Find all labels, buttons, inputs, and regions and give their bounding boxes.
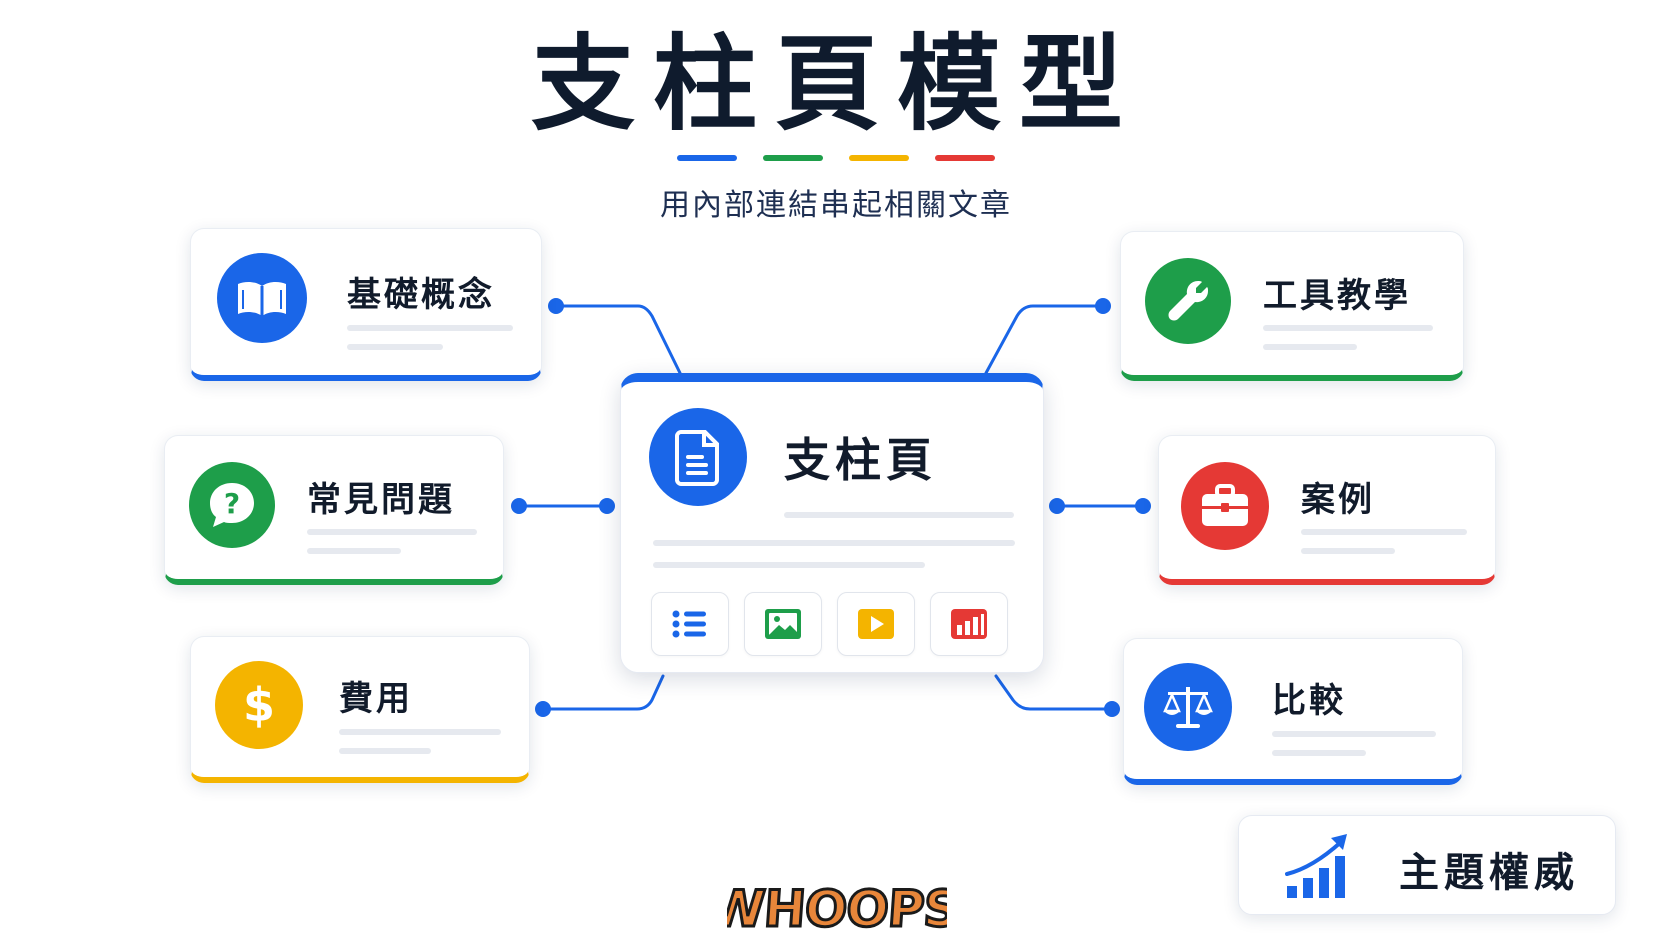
cluster-label: 案例 bbox=[1301, 480, 1375, 520]
connector-dot bbox=[599, 498, 615, 514]
accent-bar-red bbox=[935, 155, 995, 161]
connector-dot bbox=[548, 298, 564, 314]
dollar-icon: $ bbox=[215, 661, 303, 749]
placeholder-line bbox=[1272, 750, 1366, 756]
pillar-page-card[interactable]: 支柱頁 bbox=[620, 373, 1044, 673]
connector-compare bbox=[994, 674, 1114, 711]
placeholder-line bbox=[653, 562, 925, 568]
cluster-label: 工具教學 bbox=[1263, 276, 1411, 316]
briefcase-icon bbox=[1181, 462, 1269, 550]
placeholder-line bbox=[1263, 344, 1357, 350]
accent-bar-green bbox=[763, 155, 823, 161]
topic-authority-card[interactable]: 主題權威 bbox=[1238, 815, 1616, 915]
accent-bar-blue bbox=[677, 155, 737, 161]
connector-dot bbox=[1135, 498, 1151, 514]
cluster-label: 費用 bbox=[339, 679, 413, 719]
page-title: 支柱頁模型 bbox=[530, 23, 1141, 145]
cluster-label: 常見問題 bbox=[307, 480, 455, 520]
scale-icon bbox=[1144, 663, 1232, 751]
placeholder-line bbox=[347, 344, 443, 350]
authority-label: 主題權威 bbox=[1399, 850, 1579, 896]
placeholder-line bbox=[307, 529, 477, 535]
cluster-card-basics[interactable]: 基礎概念 bbox=[190, 228, 542, 381]
connector-dot bbox=[511, 498, 527, 514]
list-icon[interactable] bbox=[651, 592, 729, 656]
book-icon bbox=[217, 253, 307, 343]
wrench-icon bbox=[1145, 258, 1231, 344]
placeholder-line bbox=[784, 512, 1014, 518]
growth-chart-icon bbox=[1283, 830, 1363, 906]
placeholder-line bbox=[1272, 731, 1436, 737]
connector-dot bbox=[1104, 701, 1120, 717]
document-icon bbox=[649, 408, 747, 506]
accent-bar-yellow bbox=[849, 155, 909, 161]
connector-dot bbox=[535, 701, 551, 717]
page-subtitle: 用內部連結串起相關文章 bbox=[660, 188, 1012, 223]
cluster-label: 基礎概念 bbox=[347, 275, 495, 315]
cluster-card-compare[interactable]: 比較 bbox=[1123, 638, 1463, 785]
connector-dot bbox=[1095, 298, 1111, 314]
accent-bars bbox=[0, 155, 1672, 161]
connector-cost bbox=[541, 674, 665, 711]
placeholder-line bbox=[1263, 325, 1433, 331]
whoops-watermark: WHOOPS bbox=[727, 879, 947, 940]
placeholder-line bbox=[1301, 548, 1395, 554]
bar-chart-icon[interactable] bbox=[930, 592, 1008, 656]
placeholder-line bbox=[653, 540, 1015, 546]
image-icon[interactable] bbox=[744, 592, 822, 656]
cluster-card-cost[interactable]: $ 費用 bbox=[190, 636, 530, 783]
placeholder-line bbox=[347, 325, 513, 331]
placeholder-line bbox=[339, 748, 431, 754]
video-play-icon[interactable] bbox=[837, 592, 915, 656]
cluster-card-faq[interactable]: ? 常見問題 bbox=[164, 435, 504, 585]
connector-basics bbox=[554, 304, 682, 375]
question-chat-icon: ? bbox=[189, 462, 275, 548]
pillar-label: 支柱頁 bbox=[784, 433, 937, 487]
svg-text:$: $ bbox=[243, 678, 275, 732]
cluster-label: 比較 bbox=[1272, 681, 1346, 721]
cluster-card-tools[interactable]: 工具教學 bbox=[1120, 231, 1464, 381]
placeholder-line bbox=[307, 548, 401, 554]
connector-tools bbox=[984, 304, 1105, 375]
cluster-card-cases[interactable]: 案例 bbox=[1158, 435, 1496, 585]
connector-dot bbox=[1049, 498, 1065, 514]
svg-text:WHOOPS: WHOOPS bbox=[727, 880, 947, 938]
placeholder-line bbox=[1301, 529, 1467, 535]
placeholder-line bbox=[339, 729, 501, 735]
svg-text:?: ? bbox=[224, 487, 240, 520]
